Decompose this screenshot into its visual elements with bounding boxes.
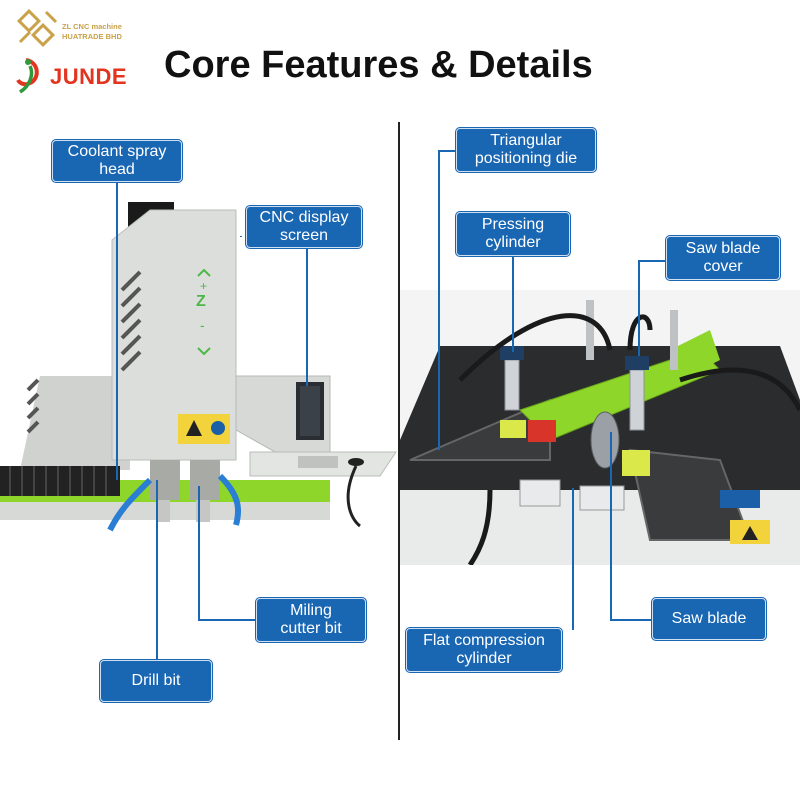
callout-saw-blade: Saw blade	[652, 598, 766, 640]
cnc-display-leader-h	[240, 236, 242, 237]
center-divider	[398, 122, 400, 740]
flat-compression-label-line1: Flat compression	[423, 632, 545, 649]
milling-leader-v	[198, 486, 200, 620]
triangular-leader-v	[438, 150, 440, 450]
zl-brand-line1: ZL CNC machine	[62, 22, 122, 31]
triangular-leader-h	[438, 150, 458, 152]
saw-station-illustration	[400, 290, 800, 565]
callout-saw-blade-cover: Saw blade cover	[666, 236, 780, 280]
callout-cnc-display-screen: CNC display screen	[246, 206, 362, 248]
zl-brand-line2: HUATRADE BHD	[62, 32, 122, 41]
milling-label-line1: Miling	[290, 602, 332, 619]
saw-station-photo	[400, 290, 800, 565]
coolant-leader-line	[116, 180, 118, 480]
milling-leader-h	[198, 619, 258, 621]
triangular-label-line2: positioning die	[474, 150, 578, 167]
coolant-label-line2: head	[99, 161, 135, 178]
page-title: Core Features & Details	[164, 44, 593, 86]
callout-drill-bit: Drill bit	[100, 660, 212, 702]
cnc-display-label-line1: CNC display	[259, 209, 349, 226]
saw-cover-label-line2: cover	[703, 258, 743, 275]
saw-blade-leader-h	[610, 619, 654, 621]
callout-milling-cutter-bit: Miling cutter bit	[256, 598, 366, 642]
junde-logo-icon	[16, 58, 39, 94]
zl-cnc-brand: ZL CNC machine HUATRADE BHD	[16, 8, 156, 54]
pressing-leader	[512, 252, 514, 352]
callout-triangular-positioning-die: Triangular positioning die	[456, 128, 596, 172]
cnc-display-label-line2: screen	[279, 227, 328, 244]
milling-label-line2: cutter bit	[280, 620, 342, 637]
saw-blade-leader-v	[610, 432, 612, 620]
zl-cnc-logo-icon	[16, 8, 58, 48]
saw-cover-leader-v	[638, 260, 640, 356]
triangular-label-line1: Triangular	[490, 132, 562, 149]
flat-compression-label-line2: cylinder	[456, 650, 512, 667]
cnc-display-leader	[306, 246, 308, 386]
svg-text:-: -	[200, 317, 205, 333]
flat-compression-leader	[572, 488, 574, 630]
drill-label: Drill bit	[131, 672, 181, 689]
saw-blade-label: Saw blade	[671, 610, 747, 627]
saw-cover-label-line1: Saw blade	[685, 240, 761, 257]
drill-leader	[156, 480, 158, 662]
z-axis-letter: Z	[196, 293, 206, 310]
pressing-label-line2: cylinder	[485, 234, 541, 251]
callout-coolant-spray-head: Coolant spray head	[52, 140, 182, 182]
svg-text:+: +	[200, 279, 207, 293]
pressing-label-line1: Pressing	[481, 216, 545, 233]
saw-cover-leader-h	[638, 260, 668, 262]
junde-wordmark: JUNDE	[50, 64, 128, 89]
callout-pressing-cylinder: Pressing cylinder	[456, 212, 570, 256]
coolant-label-line1: Coolant spray	[67, 143, 167, 160]
callout-flat-compression-cylinder: Flat compression cylinder	[406, 628, 562, 672]
junde-brand: JUNDE	[16, 56, 136, 96]
